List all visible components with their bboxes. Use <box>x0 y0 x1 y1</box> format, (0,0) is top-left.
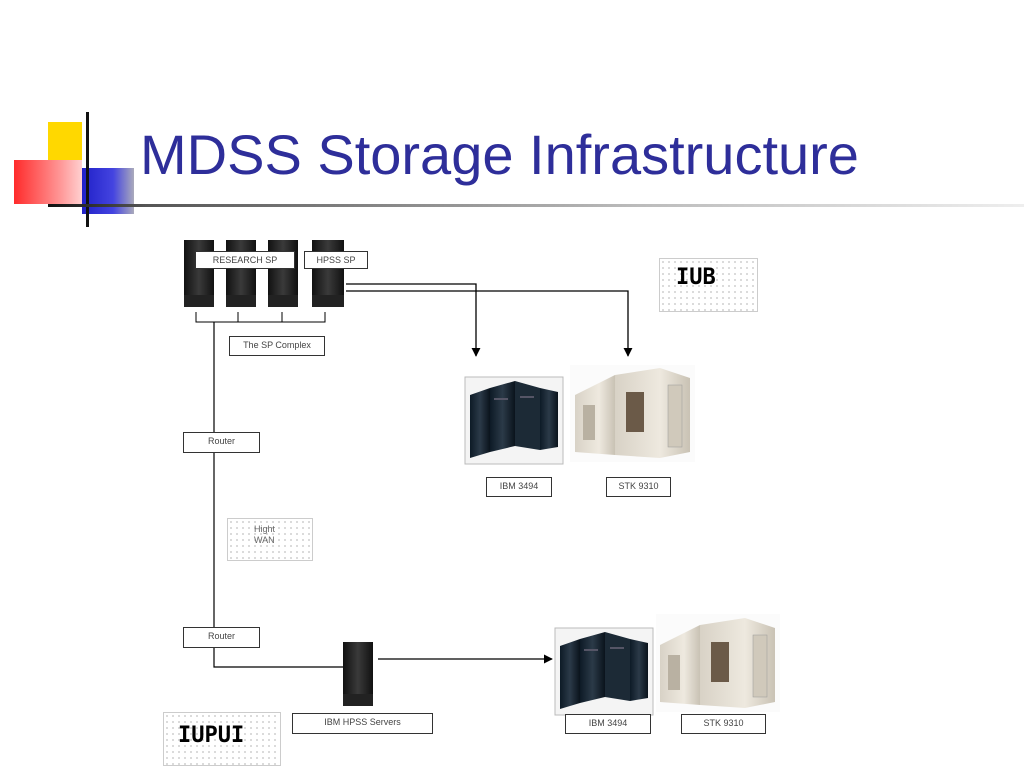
iupui-stk-9310-image <box>656 614 780 712</box>
iub-stk-9310-label: STK 9310 <box>606 477 671 497</box>
wan-label-line1: Hight <box>254 524 276 534</box>
network-backbone <box>213 322 343 668</box>
title-decoration-vertical-line <box>86 112 89 227</box>
hpss-to-ibm-arrow <box>346 283 481 357</box>
hpss-to-stk-arrow <box>346 290 633 357</box>
router-top: Router <box>183 432 260 453</box>
slide-title: MDSS Storage Infrastructure <box>140 123 859 186</box>
iupui-ibm-3494-image <box>554 627 654 716</box>
title-underline <box>48 204 1024 207</box>
hpss-sp-label: HPSS SP <box>304 251 368 269</box>
sp-tower-1 <box>184 240 214 307</box>
iupui-ibm-3494-label: IBM 3494 <box>565 714 651 734</box>
iub-ibm-3494-label: IBM 3494 <box>486 477 552 497</box>
title-decoration-yellow <box>48 122 82 166</box>
sp-complex-bracket <box>195 312 326 323</box>
ibm-hpss-server-tower <box>343 642 373 706</box>
high-wan-box: Hight WAN <box>227 518 313 561</box>
router-bottom: Router <box>183 627 260 648</box>
iub-stk-9310-image <box>570 365 695 462</box>
iupui-stk-9310-label: STK 9310 <box>681 714 766 734</box>
ibm-hpss-servers-label: IBM HPSS Servers <box>292 713 433 734</box>
title-decoration-red <box>14 160 82 204</box>
iupui-site-label: IUPUI <box>163 712 281 766</box>
sp-complex-label: The SP Complex <box>229 336 325 356</box>
iub-ibm-3494-image <box>464 376 564 465</box>
iub-site-label: IUB <box>659 258 758 312</box>
wan-label-line2: WAN <box>254 535 275 545</box>
research-sp-label: RESEARCH SP <box>195 251 295 269</box>
